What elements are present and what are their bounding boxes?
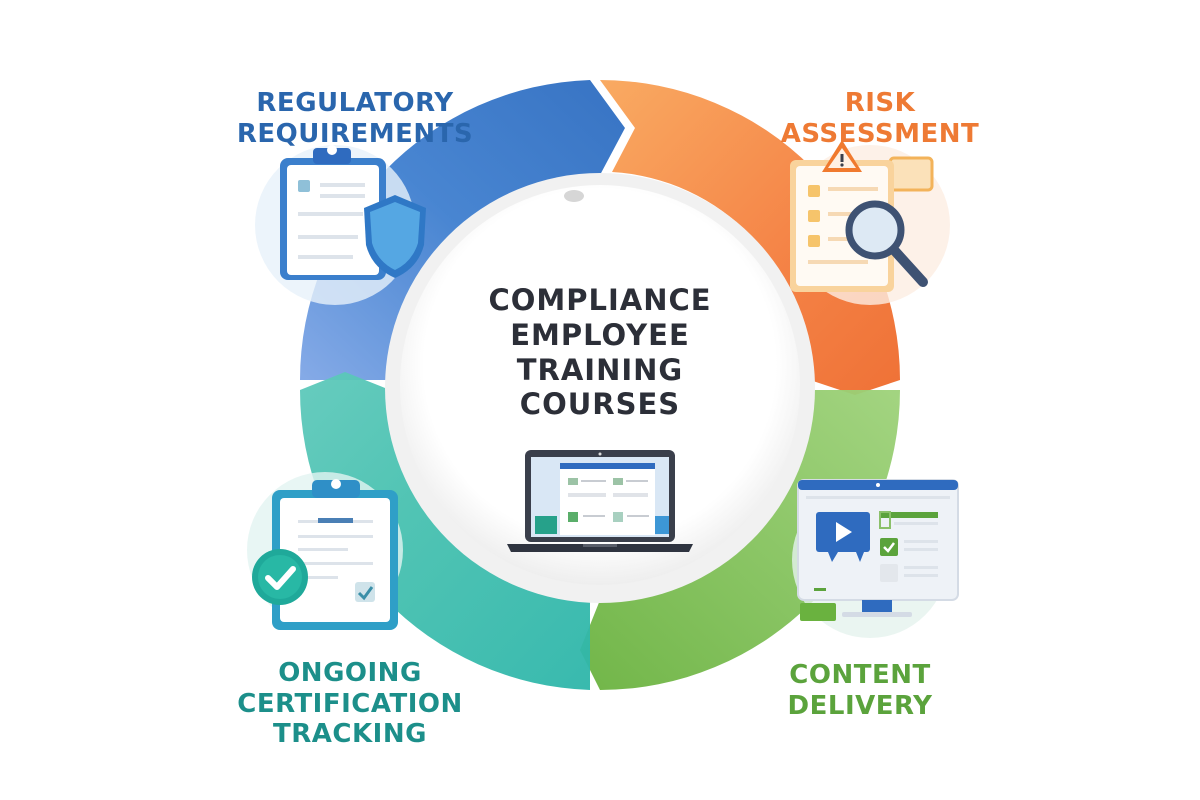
stage-label-content: CONTENT DELIVERY: [760, 660, 960, 721]
stage-label-line: DELIVERY: [787, 690, 933, 721]
stage-label-line: CONTENT: [789, 660, 931, 690]
center-title-line: COURSES: [519, 387, 681, 422]
stage-label-certification: ONGOING CERTIFICATION TRACKING: [210, 658, 490, 750]
stage-label-line: ONGOING: [278, 658, 422, 688]
clipboard-shield-icon: [255, 145, 426, 305]
clipboard-warning-magnifier-icon: [790, 140, 950, 305]
ring-segment-certification: [299, 372, 590, 690]
monitor-video-icon: [792, 479, 959, 638]
clipboard-check-icon: [247, 472, 403, 630]
center-title-line: EMPLOYEE: [510, 317, 690, 352]
ring-segment-risk: [600, 80, 900, 395]
ring-segment-regulatory: [299, 80, 625, 380]
stage-label-line: REQUIREMENTS: [236, 118, 474, 149]
stage-label-regulatory: REGULATORY REQUIREMENTS: [205, 88, 505, 149]
center-title: COMPLIANCE EMPLOYEE TRAINING COURSES: [460, 283, 740, 422]
stage-label-line: RISK: [844, 88, 916, 118]
center-title-line: TRAINING: [516, 352, 684, 387]
center-title-line: COMPLIANCE: [488, 283, 712, 317]
ring-segment-content: [580, 390, 900, 690]
stage-label-line: TRACKING: [273, 719, 427, 750]
stage-label-line: CERTIFICATION: [237, 688, 463, 719]
stage-label-risk: RISK ASSESSMENT: [760, 88, 1000, 149]
laptop-course-icon: [507, 450, 693, 552]
stage-label-line: REGULATORY: [256, 88, 454, 118]
stage-label-line: ASSESSMENT: [780, 118, 980, 149]
